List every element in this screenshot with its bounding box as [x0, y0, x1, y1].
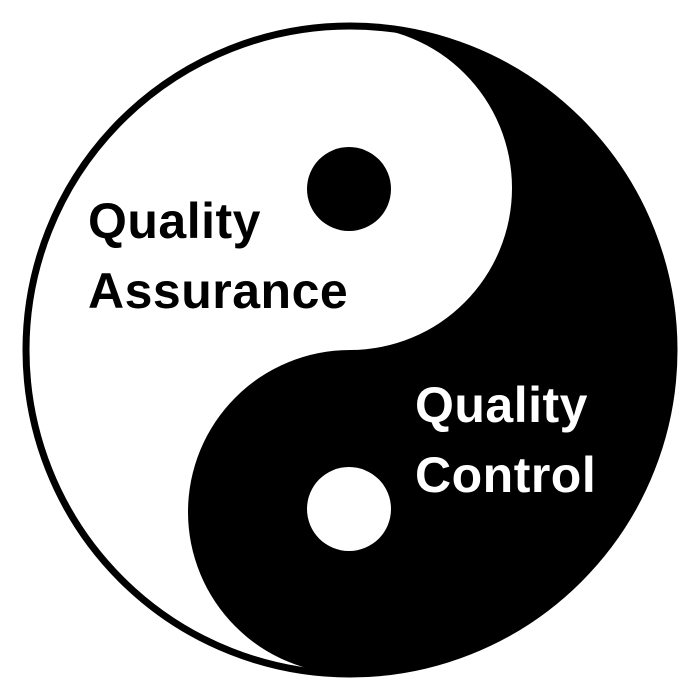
quality-control-label: Quality Control [415, 370, 596, 510]
quality-assurance-line2: Assurance [88, 263, 349, 319]
quality-assurance-label: Quality Assurance [88, 186, 348, 326]
light-dot [307, 467, 391, 551]
quality-control-line2: Control [415, 447, 597, 503]
quality-control-line1: Quality [415, 377, 588, 433]
quality-assurance-line1: Quality [88, 193, 261, 249]
dark-dot [307, 147, 391, 231]
